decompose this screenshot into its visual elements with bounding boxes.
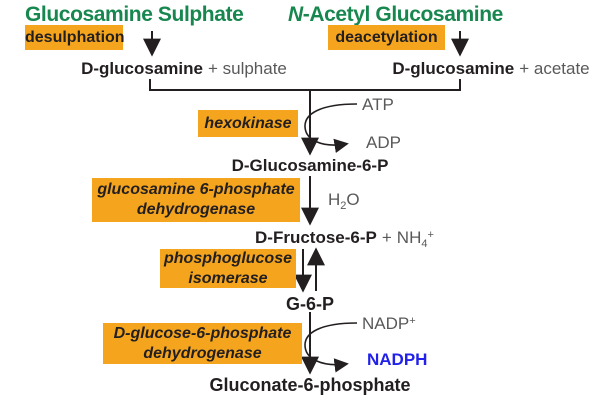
g6pd-line1: D-glucose-6-phosphate [113,324,292,342]
metabolite-d-glucosamine-6-p: D-Glucosamine-6-P [231,156,389,175]
enzyme-box-desulphation: desulphation [25,25,125,50]
convergence-bracket [149,79,461,91]
metabolite-d-glucosamine-left: D-glucosamine+ sulphate [81,59,287,79]
isomerase-line1: phosphoglucose [164,249,292,267]
atp-adp-curve-arrow [304,103,358,153]
enzyme-box-d-glucose-6-phosphate-dehydrogenase: D-glucose-6-phosphate dehydrogenase [103,323,302,364]
enzyme-box-phosphoglucose-isomerase: phosphoglucose isomerase [160,249,296,288]
enzyme-box-hexokinase: hexokinase [198,110,298,137]
isomerase-line2: isomerase [188,269,268,287]
cofactor-adp-label: ADP [366,133,401,152]
nadp-sup: + [409,315,416,327]
d-fructose-6-p-label: D-Fructose-6-P [255,228,377,247]
nh4-sup: + [427,229,434,241]
sulphate-byproduct-label: + sulphate [207,59,287,78]
title-n-acetyl-glucosamine: N-Acetyl Glucosamine [288,3,503,26]
gn6p-dehydrogenase-line2: dehydrogenase [136,201,256,218]
title-glucosamine-sulphate: Glucosamine Sulphate [25,3,244,26]
nh4-sub: 4 [421,238,428,250]
nadp-nadph-curve-arrow [304,322,358,373]
cofactor-atp-label: ATP [362,95,394,114]
enzyme-box-deacetylation: deacetylation [328,25,445,50]
h2o-h: H [328,190,341,209]
nadp-base: NADP [362,314,410,333]
nh4-byproduct-label: NH4+ [396,228,434,250]
metabolite-d-glucosamine-right: D-glucosamine+ acetate [392,59,590,79]
g6pd-line2: dehydrogenase [143,344,262,362]
nh4-plus-sign: + [381,228,392,247]
enzyme-box-glucosamine-6-phosphate-dehydrogenase: glucosamine 6-phosphate dehydrogenase [92,178,300,222]
cofactor-nadph-label: NADPH [367,350,428,369]
d-glucosamine-left-label: D-glucosamine [81,59,203,78]
h2o-o: O [346,190,360,209]
h2o-sub: 2 [340,200,347,212]
title-n-italic: N [288,3,303,26]
nh4-base: NH [396,228,422,247]
cofactor-h2o-label: H2O [328,190,360,212]
d-glucosamine-right-label: D-glucosamine [392,59,515,78]
metabolite-gluconate-6-phosphate: Gluconate-6-phosphate [209,375,411,395]
cofactor-nadp-label: NADP+ [362,314,416,334]
metabolite-d-fructose-6-p: D-Fructose-6-P+NH4+ [255,228,434,250]
gn6p-dehydrogenase-line1: glucosamine 6-phosphate [97,181,295,198]
metabolite-g-6-p: G-6-P [285,294,335,314]
acetate-byproduct-label: + acetate [519,59,590,78]
title-n-acetyl-rest: -Acetyl Glucosamine [302,3,504,26]
